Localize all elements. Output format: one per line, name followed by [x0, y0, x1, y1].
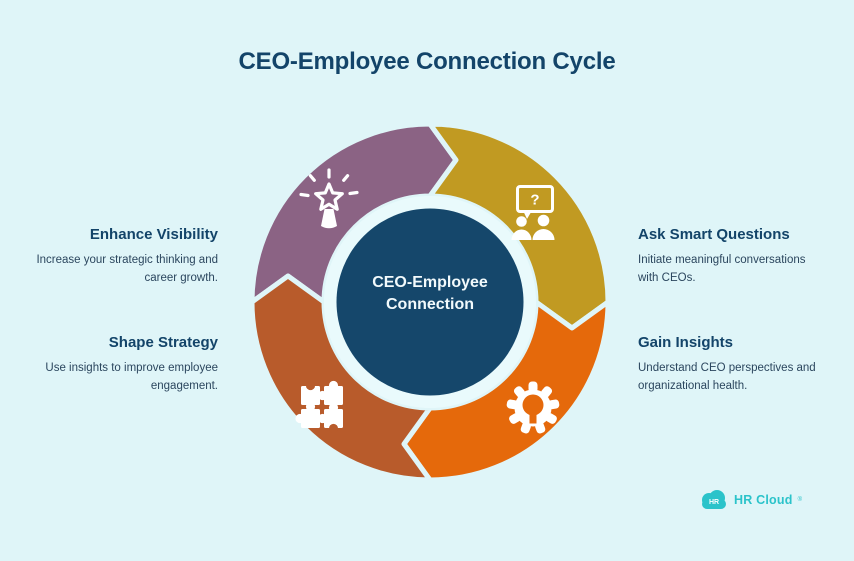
- puzzle-icon: [295, 380, 343, 434]
- logo-trademark: ®: [797, 496, 802, 503]
- section-enhance-visibility: Enhance Visibility Increase your strateg…: [18, 226, 218, 288]
- section-ask-smart-questions: Ask Smart Questions Initiate meaningful …: [638, 226, 838, 288]
- center-circle: [336, 208, 524, 396]
- logo-name: HR Cloud: [734, 492, 793, 507]
- question-mark-glyph: ?: [530, 192, 539, 209]
- section-gain-insights: Gain Insights Understand CEO perspective…: [638, 334, 838, 396]
- center-ring: [324, 196, 536, 408]
- section-body: Understand CEO perspectives and organiza…: [638, 362, 816, 392]
- section-heading: Enhance Visibility: [89, 226, 218, 243]
- hr-cloud-logo: HR HR Cloud ®: [699, 489, 802, 510]
- section-body: Use insights to improve employee engagem…: [45, 362, 218, 392]
- cloud-icon: HR: [702, 490, 727, 509]
- section-heading: Gain Insights: [638, 334, 734, 351]
- page-title: CEO-Employee Connection Cycle: [238, 48, 616, 75]
- section-body: Initiate meaningful conversations with C…: [638, 254, 806, 284]
- star-sparkle-icon: [299, 168, 359, 229]
- gear-idea-icon: [506, 381, 560, 434]
- wheel-center-label: CEO-Employee Connection: [372, 274, 488, 314]
- section-heading: Ask Smart Questions: [638, 226, 790, 243]
- conversation-question-icon: ?: [511, 185, 555, 240]
- logo-badge-text: HR: [709, 499, 719, 506]
- section-shape-strategy: Shape Strategy Use insights to improve e…: [18, 334, 218, 396]
- section-body: Increase your strategic thinking and car…: [36, 254, 218, 284]
- section-heading: Shape Strategy: [108, 334, 218, 351]
